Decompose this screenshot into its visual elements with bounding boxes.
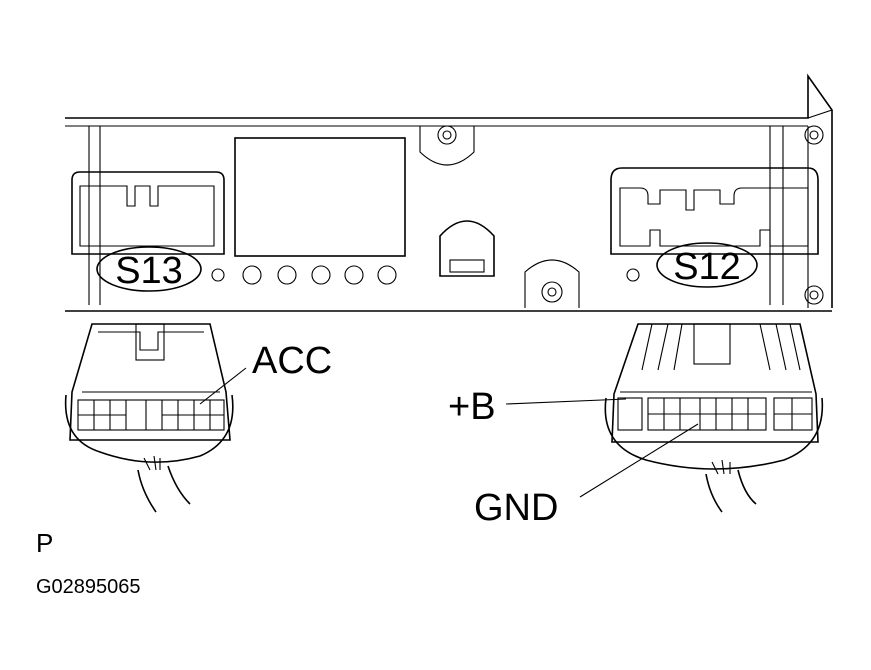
s13-socket [71,171,225,255]
s13-harness-connector [64,323,234,513]
s12-harness-connector [604,323,824,513]
s12-socket [610,167,819,255]
s12-label: S12 [673,246,741,288]
acc-callout: ACC [199,340,332,405]
plus-b-label: +B [448,386,496,428]
s13-label: S13 [115,250,183,292]
figure-code: G02895065 [36,576,141,598]
plus-b-callout: +B [448,386,627,428]
s12-label-badge: S12 [656,242,758,288]
gnd-label: GND [474,487,558,529]
gnd-callout: GND [474,423,699,529]
unit-housing [65,73,833,312]
s13-label-badge: S13 [96,246,202,292]
view-letter: P [36,528,53,558]
acc-label: ACC [252,340,332,382]
